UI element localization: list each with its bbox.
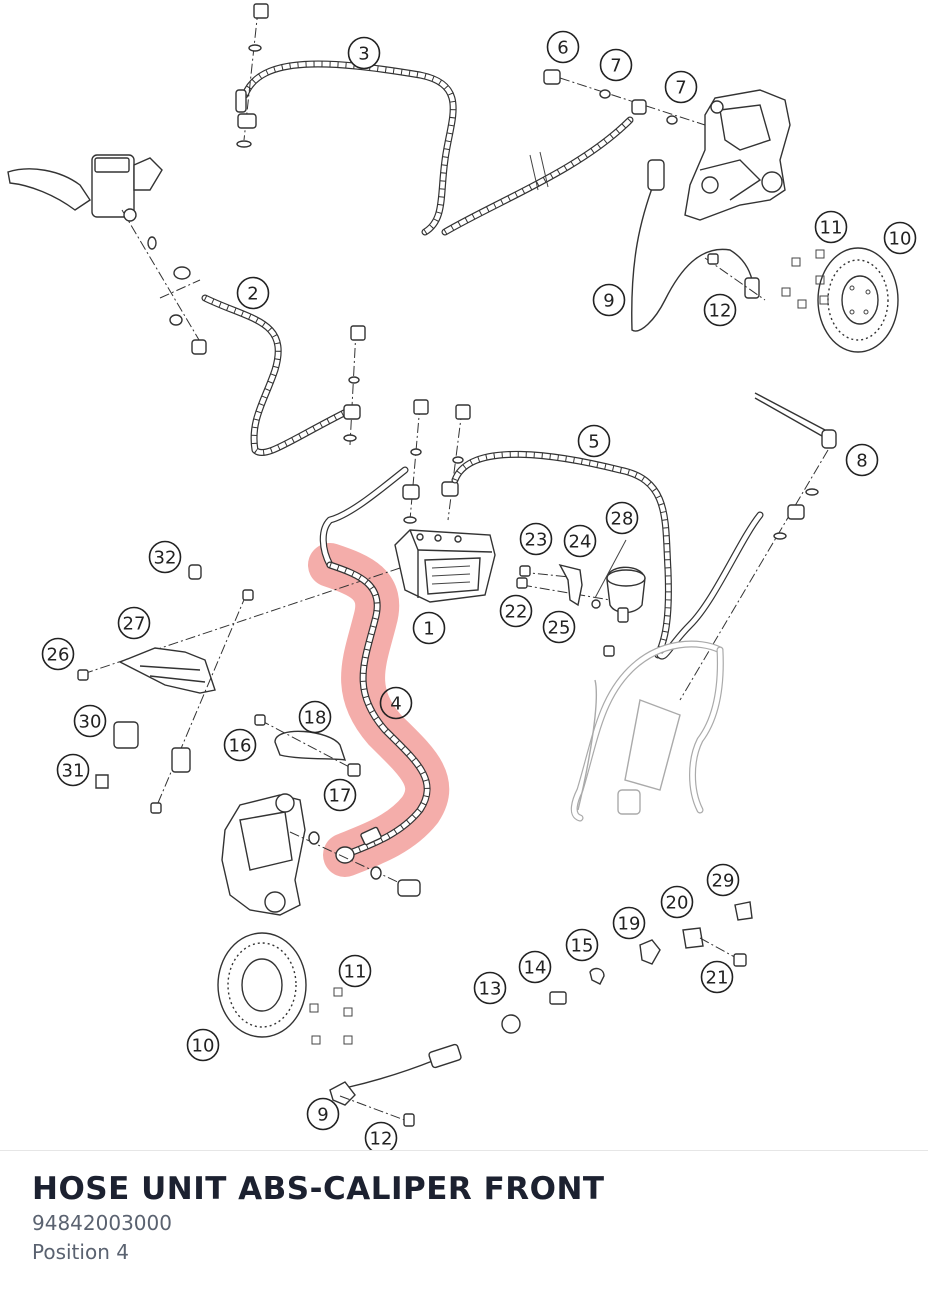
callout-23[interactable]: 23 bbox=[519, 522, 553, 556]
callout-number: 13 bbox=[479, 979, 502, 1000]
callout-number: 11 bbox=[344, 962, 367, 983]
rear-master-cylinder bbox=[570, 640, 724, 822]
callout-number: 1 bbox=[423, 619, 434, 640]
callout-16[interactable]: 16 bbox=[223, 728, 257, 762]
callout-number: 27 bbox=[123, 614, 146, 635]
callout-10[interactable]: 10 bbox=[883, 221, 917, 255]
reservoir-bracket-group[interactable] bbox=[516, 539, 646, 657]
callout-number: 26 bbox=[47, 645, 70, 666]
mount-bracket-31[interactable] bbox=[77, 564, 254, 814]
callout-1[interactable]: 1 bbox=[412, 611, 446, 645]
hose-8[interactable] bbox=[656, 392, 837, 701]
callout-number: 4 bbox=[390, 694, 401, 715]
callout-9[interactable]: 9 bbox=[306, 1097, 340, 1131]
callout-number: 32 bbox=[154, 548, 177, 569]
callout-number: 14 bbox=[524, 958, 547, 979]
callout-11[interactable]: 11 bbox=[338, 954, 372, 988]
callout-number: 7 bbox=[610, 56, 621, 77]
callout-5[interactable]: 5 bbox=[577, 424, 611, 458]
callout-12[interactable]: 12 bbox=[703, 293, 737, 327]
callout-8[interactable]: 8 bbox=[845, 443, 879, 477]
callout-number: 12 bbox=[709, 301, 732, 322]
callout-4[interactable]: 4 bbox=[379, 686, 413, 720]
callout-25[interactable]: 25 bbox=[542, 610, 576, 644]
callout-14[interactable]: 14 bbox=[518, 950, 552, 984]
callout-number: 20 bbox=[666, 893, 689, 914]
callout-number: 7 bbox=[675, 78, 686, 99]
abs-unit[interactable] bbox=[79, 529, 496, 676]
callout-number: 9 bbox=[603, 291, 614, 312]
callout-labels: 1234567789910101111121213141516171819202… bbox=[41, 30, 917, 1151]
callout-26[interactable]: 26 bbox=[41, 637, 75, 671]
callout-10[interactable]: 10 bbox=[186, 1028, 220, 1062]
callout-number: 25 bbox=[548, 618, 571, 639]
callout-number: 9 bbox=[317, 1105, 328, 1126]
callout-15[interactable]: 15 bbox=[565, 928, 599, 962]
callout-27[interactable]: 27 bbox=[117, 606, 151, 640]
callout-number: 17 bbox=[329, 786, 352, 807]
part-number: 94842003000 bbox=[32, 1211, 172, 1235]
abs-hose-connectors[interactable] bbox=[319, 399, 471, 569]
callout-18[interactable]: 18 bbox=[298, 700, 332, 734]
callout-number: 29 bbox=[712, 871, 735, 892]
callout-number: 19 bbox=[618, 914, 641, 935]
callout-number: 12 bbox=[370, 1129, 393, 1150]
hose-4[interactable] bbox=[326, 561, 431, 864]
exploded-parts-diagram: 1234567789910101111121213141516171819202… bbox=[7, 3, 917, 1151]
wheel-speed-sensor-bottom[interactable] bbox=[329, 1043, 462, 1127]
part-info-panel: HOSE UNIT ABS-CALIPER FRONT 94842003000 … bbox=[0, 1150, 928, 1291]
callout-9[interactable]: 9 bbox=[592, 283, 626, 317]
callout-22[interactable]: 22 bbox=[499, 594, 533, 628]
callout-30[interactable]: 30 bbox=[73, 704, 107, 738]
callout-number: 3 bbox=[358, 44, 369, 65]
wheel-speed-sensor-top[interactable] bbox=[631, 159, 766, 332]
small-hardware[interactable] bbox=[501, 901, 753, 1034]
callout-number: 10 bbox=[192, 1036, 215, 1057]
callout-28[interactable]: 28 bbox=[605, 501, 639, 535]
callout-number: 6 bbox=[557, 38, 568, 59]
clamp-assembly[interactable] bbox=[254, 714, 361, 777]
callout-number: 23 bbox=[525, 530, 548, 551]
part-position: Position 4 bbox=[32, 1240, 129, 1264]
callout-12[interactable]: 12 bbox=[364, 1121, 398, 1151]
callout-7[interactable]: 7 bbox=[599, 48, 633, 82]
callout-number: 18 bbox=[304, 708, 327, 729]
hose-2[interactable] bbox=[201, 294, 366, 457]
callout-21[interactable]: 21 bbox=[700, 960, 734, 994]
callout-number: 15 bbox=[571, 936, 594, 957]
callout-number: 2 bbox=[247, 284, 258, 305]
callout-number: 21 bbox=[706, 968, 729, 989]
callout-19[interactable]: 19 bbox=[612, 906, 646, 940]
caliper-top-right[interactable] bbox=[684, 89, 791, 221]
callout-24[interactable]: 24 bbox=[563, 524, 597, 558]
callout-number: 16 bbox=[229, 736, 252, 757]
caliper-bottom-left[interactable] bbox=[221, 793, 421, 916]
callout-number: 24 bbox=[569, 532, 592, 553]
brake-disc-top[interactable] bbox=[781, 247, 899, 353]
callout-11[interactable]: 11 bbox=[814, 210, 848, 244]
callout-number: 22 bbox=[505, 602, 528, 623]
callout-20[interactable]: 20 bbox=[660, 885, 694, 919]
callout-31[interactable]: 31 bbox=[56, 753, 90, 787]
callout-number: 5 bbox=[588, 432, 599, 453]
callout-number: 31 bbox=[62, 761, 85, 782]
callout-number: 10 bbox=[889, 229, 912, 250]
part-name: HOSE UNIT ABS-CALIPER FRONT bbox=[32, 1171, 605, 1207]
callout-number: 11 bbox=[820, 218, 843, 239]
callout-number: 8 bbox=[856, 451, 867, 472]
callout-17[interactable]: 17 bbox=[323, 778, 357, 812]
hose-5[interactable] bbox=[451, 450, 672, 659]
callout-13[interactable]: 13 bbox=[473, 971, 507, 1005]
callout-32[interactable]: 32 bbox=[148, 540, 182, 574]
callout-3[interactable]: 3 bbox=[347, 36, 381, 70]
hose-3[interactable] bbox=[235, 3, 706, 236]
callout-6[interactable]: 6 bbox=[546, 30, 580, 64]
callout-2[interactable]: 2 bbox=[236, 276, 270, 310]
brake-lever-assembly[interactable] bbox=[7, 154, 207, 355]
callout-number: 30 bbox=[79, 712, 102, 733]
callout-number: 28 bbox=[611, 509, 634, 530]
brake-disc-bottom[interactable] bbox=[217, 932, 353, 1045]
callout-29[interactable]: 29 bbox=[706, 863, 740, 897]
callout-7[interactable]: 7 bbox=[664, 70, 698, 104]
